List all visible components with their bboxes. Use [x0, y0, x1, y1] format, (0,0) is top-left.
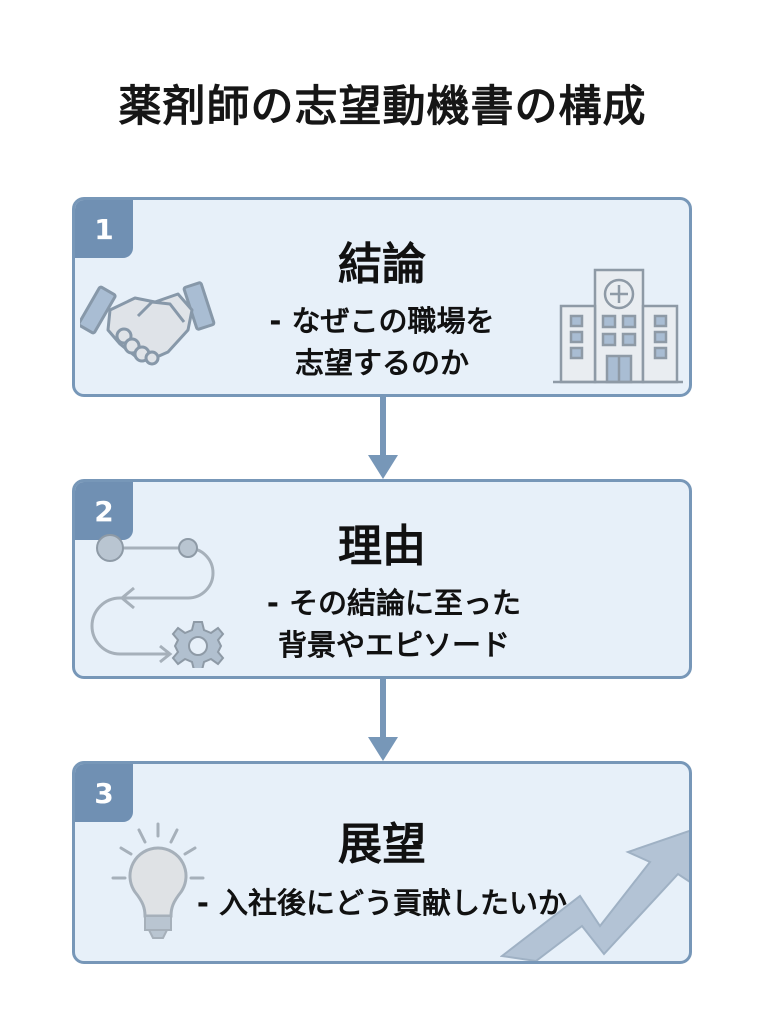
handshake-icon	[80, 281, 216, 366]
step-description-line-1: - その結論に至った	[266, 586, 522, 620]
hospital-icon	[553, 268, 683, 384]
step-heading: 展望	[338, 819, 426, 870]
step-card-2: 2 理由 - その結論に至った 背景やエピソード	[72, 479, 692, 679]
step-description-line-2: 志望するのか	[294, 346, 469, 380]
step-description-line-1: - 入社後にどう貢献したいか	[196, 886, 568, 920]
step-number-badge: 1	[75, 200, 133, 258]
path-gear-icon	[90, 534, 225, 668]
down-arrow-icon	[368, 679, 398, 761]
lightbulb-icon	[111, 822, 205, 939]
step-number-badge: 3	[75, 764, 133, 822]
step-description-line-1: - なぜこの職場を	[269, 304, 495, 338]
step-card-3: 3 展望 - 入社後にどう貢献したいか	[72, 761, 692, 964]
step-number-badge: 2	[75, 482, 133, 540]
step-card-1: 1 結論 - なぜこの職場を 志望するのか	[72, 197, 692, 397]
step-description-line-2: 背景やエピソード	[277, 628, 510, 662]
down-arrow-icon	[368, 397, 398, 479]
growth-arrow-icon	[500, 830, 689, 961]
step-heading: 結論	[338, 239, 426, 290]
page-title: 薬剤師の志望動機書の構成	[118, 82, 647, 132]
step-heading: 理由	[338, 521, 426, 572]
